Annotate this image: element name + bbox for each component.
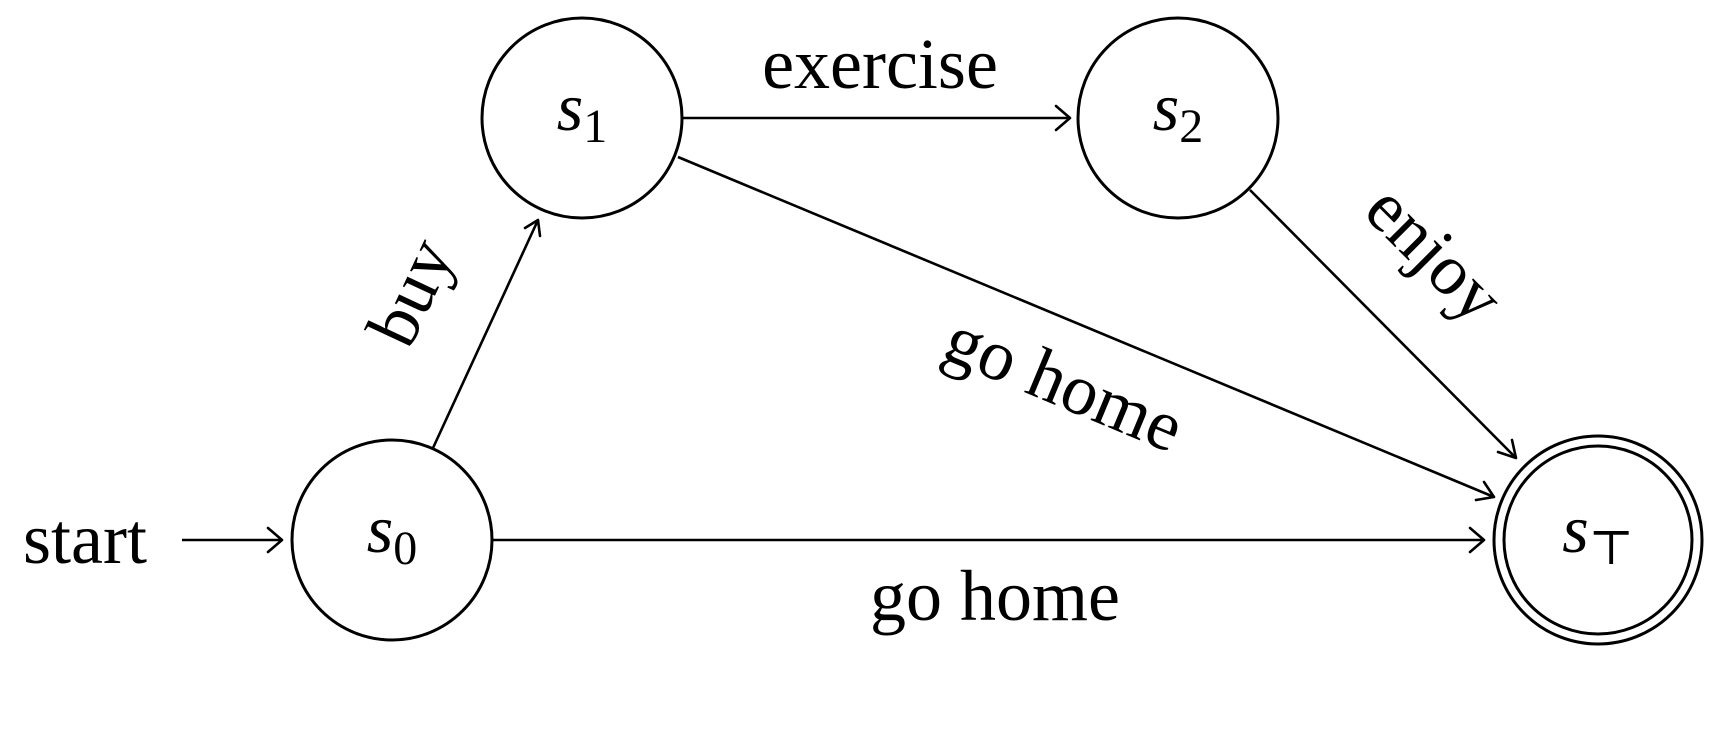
edge-s1-sT [677, 155, 1495, 499]
state-s0-label: s0 [367, 491, 417, 575]
arrowhead-start-s0 [266, 526, 284, 554]
arrowhead-s1-sT [1474, 480, 1496, 502]
edge-label-enjoy: enjoy [1350, 168, 1520, 338]
edge-label-exercise: exercise [762, 24, 998, 104]
edge-label-go-home-diagonal: go home [933, 298, 1195, 468]
nodes [290, 16, 1704, 646]
state-s1-label: s1 [557, 69, 607, 153]
state-s2-node [1076, 16, 1280, 220]
state-s1-node [480, 16, 684, 220]
state-labels: s0 s1 s2 s⊤ [367, 69, 1634, 575]
edge-label-buy: buy [351, 226, 469, 358]
state-s0-node [290, 438, 494, 642]
edge-label-start: start [23, 499, 147, 579]
edges [182, 104, 1518, 554]
arrowhead-s0-sT [1468, 526, 1486, 554]
edge-s0-s1 [431, 219, 540, 449]
state-sT-node-inner [1502, 444, 1694, 636]
edge-s2-sT [1249, 189, 1517, 459]
edge-labels: start buy exercise enjoy go home go home [23, 24, 1520, 636]
arrowhead-s0-s1 [523, 218, 542, 238]
state-s2-label: s2 [1153, 69, 1203, 153]
state-sT-label: s⊤ [1562, 491, 1634, 575]
arrowhead-s2-sT [1496, 438, 1518, 460]
arrowhead-s1-s2 [1054, 104, 1072, 132]
edge-label-go-home-bottom: go home [870, 556, 1120, 636]
